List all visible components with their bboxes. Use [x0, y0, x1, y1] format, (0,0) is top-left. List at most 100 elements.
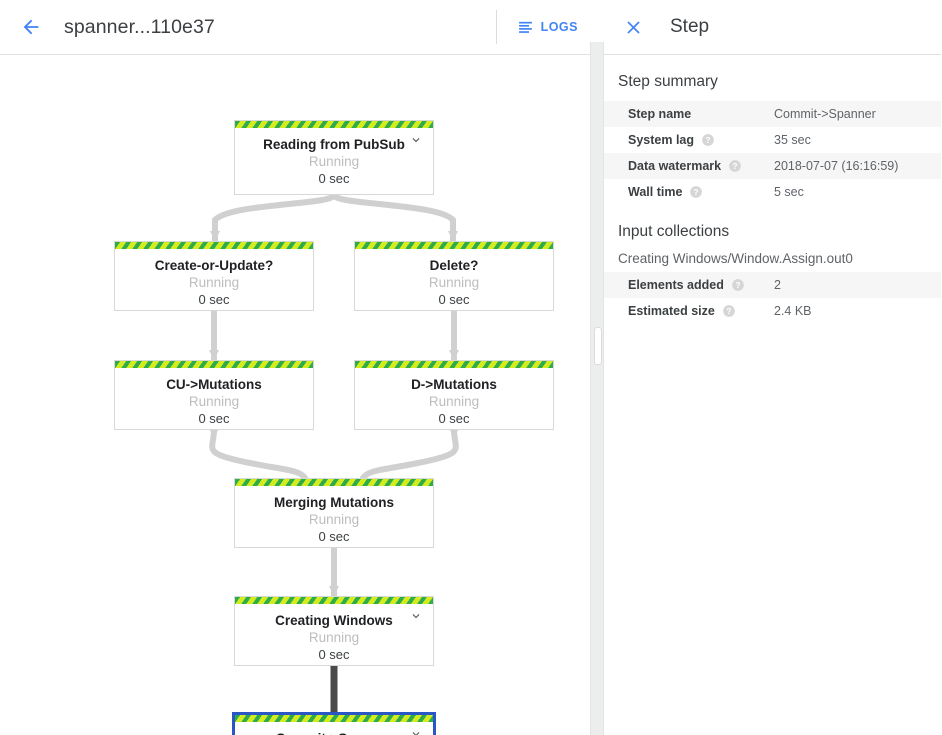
- svg-text:?: ?: [733, 162, 738, 171]
- table-row: Elements added? 2: [604, 272, 941, 298]
- row-value: 2: [774, 272, 941, 298]
- row-key: Estimated size?: [604, 298, 774, 324]
- table-row: Estimated size?2.4 KB: [604, 298, 941, 324]
- row-key-label: Elements added: [628, 278, 724, 292]
- graph-node-create-or-update[interactable]: Create-or-Update? Running 0 sec: [114, 241, 314, 311]
- job-header-bar: spanner...110e37 LOGS: [0, 0, 590, 55]
- node-name: Delete?: [429, 258, 479, 273]
- node-status-stripe: [235, 597, 433, 604]
- logs-list-icon: [517, 19, 534, 36]
- row-key: Data watermark?: [604, 153, 774, 179]
- table-row: Wall time?5 sec: [604, 179, 941, 205]
- chevron-down-icon[interactable]: [409, 609, 425, 625]
- node-name: D->Mutations: [411, 377, 497, 392]
- node-name: Create-or-Update?: [154, 258, 274, 273]
- row-value: 35 sec: [774, 133, 811, 147]
- arrow-left-icon[interactable]: [14, 10, 48, 44]
- header-divider: [495, 10, 497, 44]
- chevron-down-icon[interactable]: [409, 133, 425, 149]
- node-status: Running: [308, 512, 360, 527]
- input-collection-name: Creating Windows/Window.Assign.out0: [618, 251, 853, 266]
- help-icon[interactable]: ?: [701, 133, 715, 147]
- row-value: 5 sec: [774, 185, 804, 199]
- node-time: 0 sec: [318, 171, 350, 186]
- node-name: Merging Mutations: [274, 495, 394, 510]
- row-key-label: Estimated size: [628, 304, 715, 318]
- row-value: 2.4 KB: [774, 304, 812, 318]
- node-status-stripe: [235, 715, 433, 722]
- graph-node-delete[interactable]: Delete? Running 0 sec: [354, 241, 554, 311]
- graph-node-commit-spanner[interactable]: Commit->SpannerPart running5 sec: [232, 712, 436, 735]
- node-body: Create-or-Update? Running 0 sec: [115, 249, 313, 316]
- row-key: Wall time?: [604, 179, 774, 205]
- node-status-stripe: [355, 242, 553, 249]
- node-name: Commit->Spanner: [235, 730, 433, 735]
- node-time: 0 sec: [318, 647, 350, 662]
- node-time: 0 sec: [198, 411, 230, 426]
- row-key-label: Data watermark: [628, 159, 722, 173]
- step-details-pane: Step Step summary Step name Commit->Spann…: [604, 0, 941, 735]
- help-icon[interactable]: ?: [728, 159, 742, 173]
- input-collections-heading: Input collections: [618, 223, 730, 240]
- header-actions: LOGS: [495, 0, 590, 54]
- row-key: Step name: [604, 101, 774, 127]
- help-icon[interactable]: ?: [731, 278, 745, 292]
- chevron-down-icon[interactable]: [409, 727, 425, 735]
- step-summary-heading: Step summary: [618, 73, 718, 90]
- node-status-stripe: [235, 121, 433, 128]
- row-key-label: Wall time: [628, 185, 683, 199]
- panel-resize-handle[interactable]: [594, 327, 602, 365]
- node-time: 0 sec: [438, 292, 470, 307]
- node-status: Running: [308, 154, 360, 169]
- logs-button-label: LOGS: [540, 20, 578, 34]
- table-row: Step name Commit->Spanner: [604, 101, 941, 127]
- row-key-label: System lag: [628, 133, 695, 147]
- svg-text:?: ?: [706, 136, 711, 145]
- node-status-stripe: [355, 361, 553, 368]
- node-body: Commit->SpannerPart running5 sec: [235, 722, 433, 735]
- node-name: CU->Mutations: [166, 377, 262, 392]
- node-status: Running: [188, 275, 240, 290]
- node-status-stripe: [115, 361, 313, 368]
- logs-button[interactable]: LOGS: [511, 13, 590, 42]
- help-icon[interactable]: ?: [689, 185, 703, 199]
- node-status-stripe: [235, 479, 433, 486]
- node-time: 0 sec: [318, 529, 350, 544]
- step-panel-title: Step: [670, 16, 710, 37]
- help-icon[interactable]: ?: [722, 304, 736, 318]
- node-status: Running: [428, 394, 480, 409]
- close-x-icon[interactable]: [618, 12, 648, 42]
- node-time: 0 sec: [198, 292, 230, 307]
- row-key: System lag?: [604, 127, 774, 153]
- svg-text:?: ?: [726, 307, 731, 316]
- job-graph-pane: spanner...110e37 LOGS: [0, 0, 590, 735]
- svg-text:?: ?: [694, 188, 699, 197]
- step-header-bar: Step: [604, 0, 941, 55]
- node-body: Delete? Running 0 sec: [355, 249, 553, 316]
- table-row: System lag?35 sec: [604, 127, 941, 153]
- svg-text:?: ?: [735, 281, 740, 290]
- table-row: Data watermark?2018-07-07 (16:16:59): [604, 153, 941, 179]
- row-key-label: Step name: [628, 107, 692, 121]
- panel-resizer[interactable]: [590, 42, 604, 735]
- node-status: Running: [428, 275, 480, 290]
- node-name: Reading from PubSub: [263, 137, 405, 152]
- node-time: 0 sec: [438, 411, 470, 426]
- row-value: Commit->Spanner: [774, 101, 941, 127]
- page-title: spanner...110e37: [64, 15, 215, 38]
- node-status: Running: [308, 630, 360, 645]
